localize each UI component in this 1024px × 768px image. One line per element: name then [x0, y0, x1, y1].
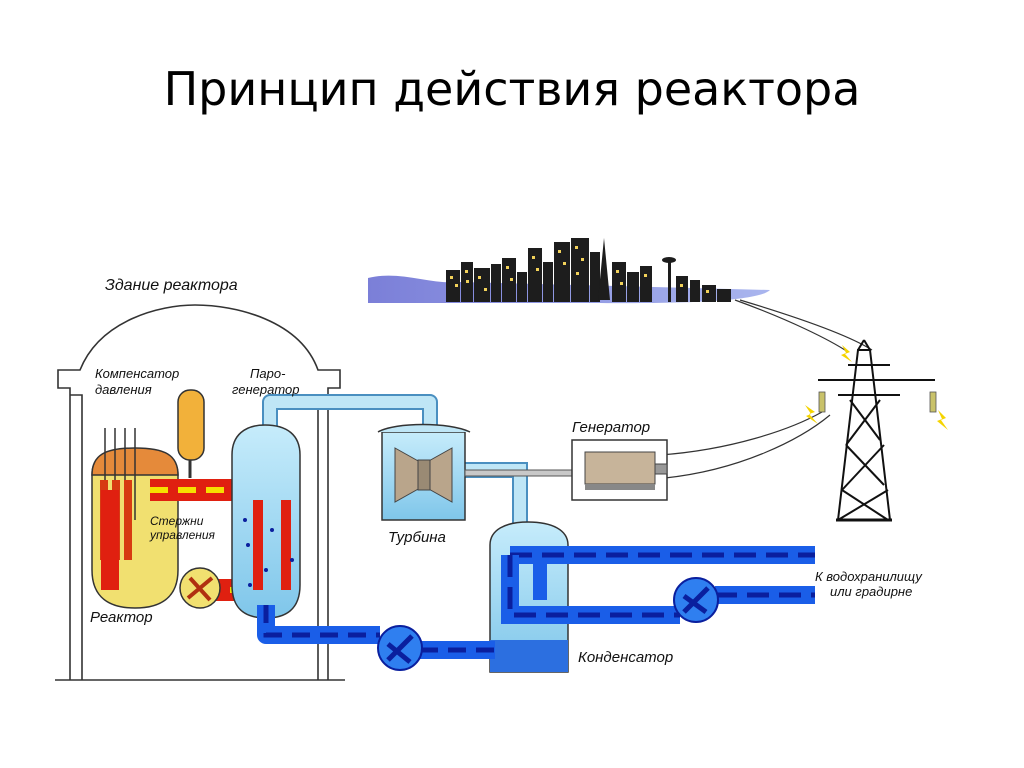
- label-reservoir-1: К водохранилищу: [815, 569, 923, 584]
- label-building: Здание реактора: [105, 277, 238, 294]
- steam-generator: [231, 424, 301, 619]
- label-rods-2: управления: [149, 528, 216, 542]
- label-steamgen-1: Паро-: [250, 366, 286, 381]
- generator: [571, 439, 668, 501]
- insulator-icon: [805, 345, 948, 430]
- label-condenser: Конденсатор: [578, 649, 673, 666]
- label-reservoir-2: или градирне: [830, 584, 912, 599]
- label-reactor: Реактор: [90, 609, 153, 626]
- label-compensator-2: давления: [95, 382, 152, 397]
- page-title: Принцип действия реактора: [163, 62, 861, 116]
- pressurizer: [177, 389, 205, 478]
- label-rods-1: Стержни: [150, 514, 204, 528]
- city-skyline: [368, 238, 770, 304]
- power-lines: [659, 299, 873, 479]
- turbine-shaft: [464, 469, 576, 477]
- label-steamgen-2: генератор: [232, 382, 299, 397]
- label-compensator-1: Компенсатор: [95, 366, 179, 381]
- turbine: [377, 423, 471, 521]
- label-generator: Генератор: [572, 419, 650, 436]
- feedwater-loop: [257, 605, 495, 671]
- transmission-tower: [818, 339, 935, 522]
- cooling-water-loop: [501, 546, 815, 624]
- label-turbine: Турбина: [388, 529, 446, 546]
